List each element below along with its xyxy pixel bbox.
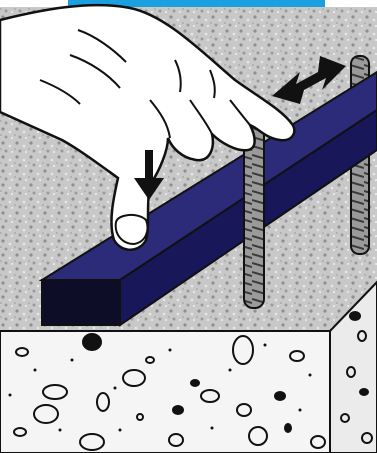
waterstop-end-face xyxy=(42,280,120,325)
thumbnail xyxy=(116,215,148,244)
